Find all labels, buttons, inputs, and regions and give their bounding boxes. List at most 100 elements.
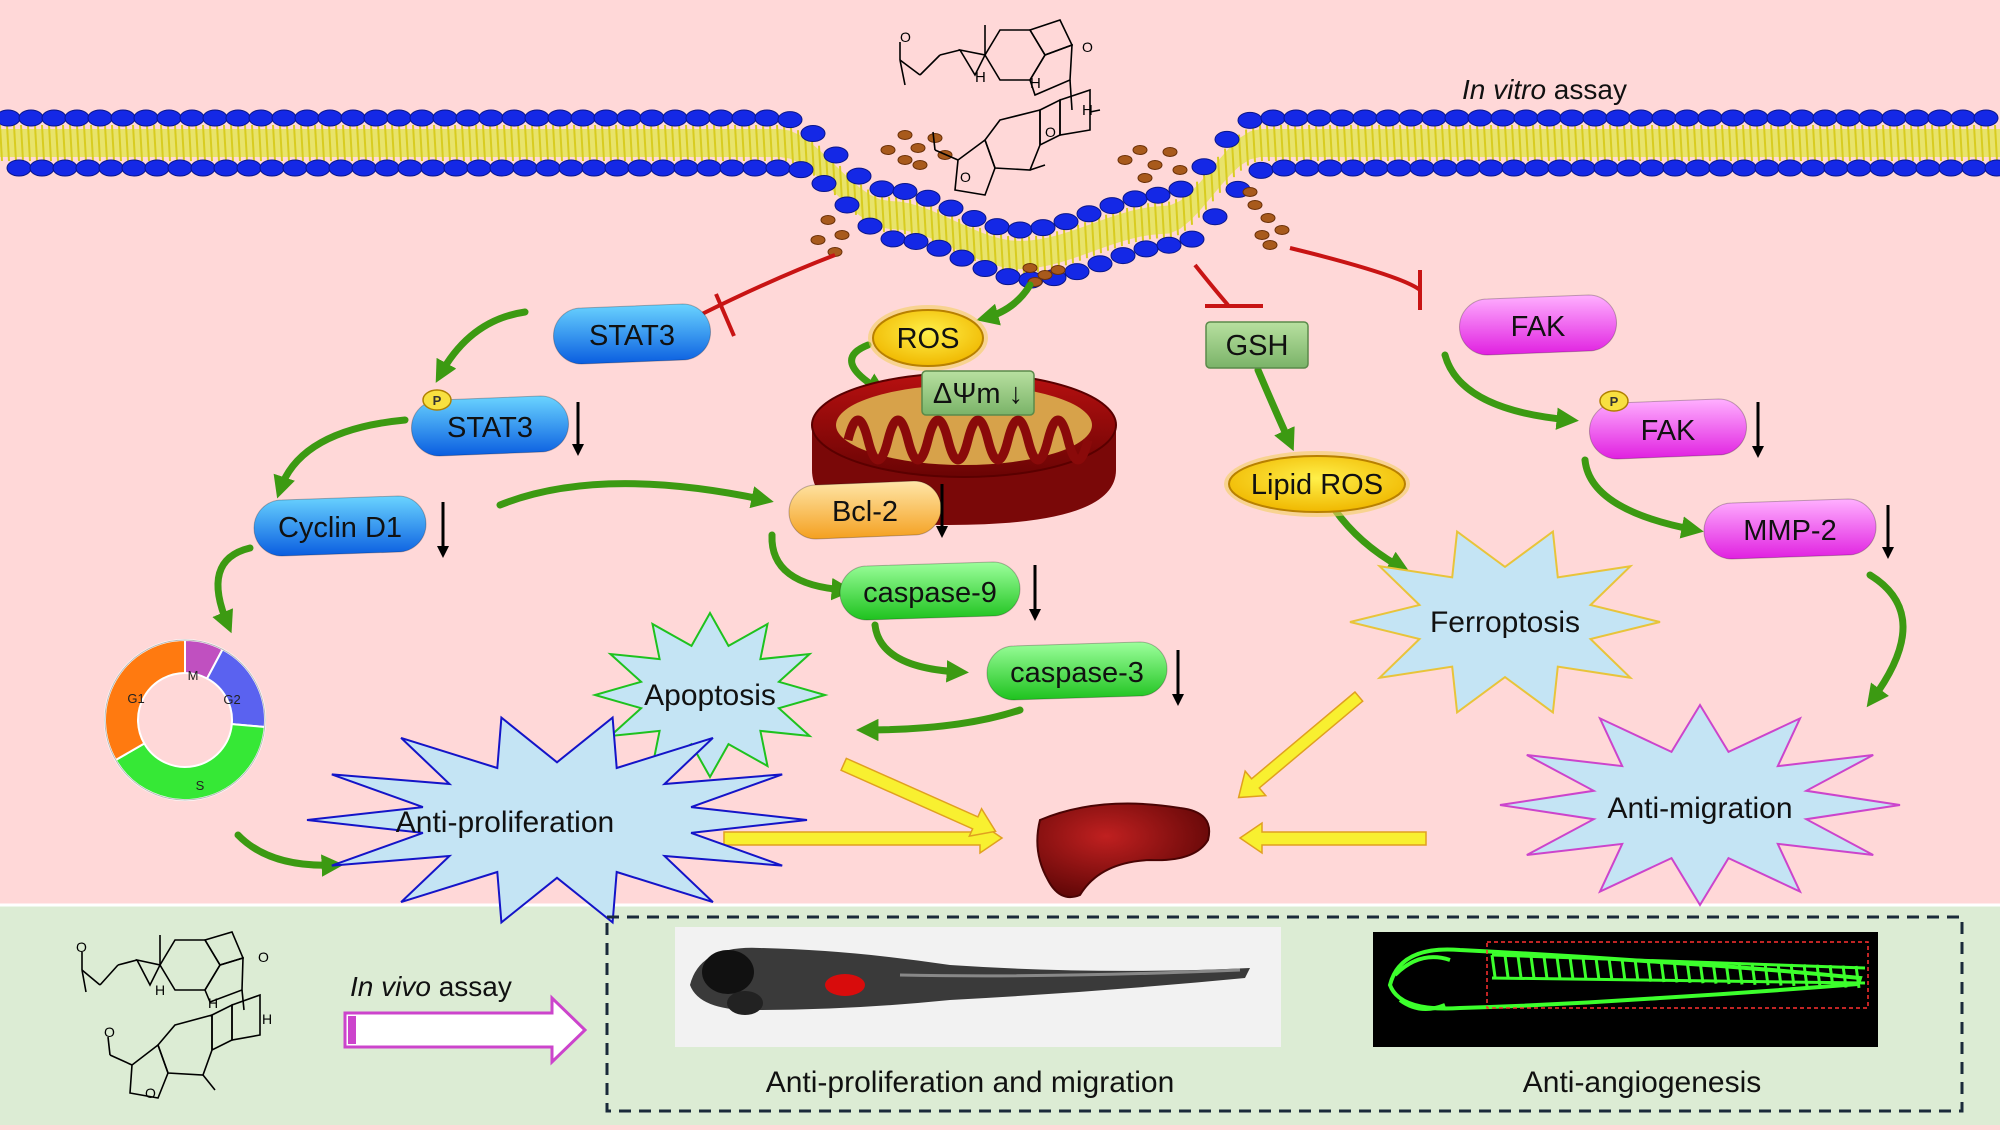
atom-label-o: O <box>76 939 87 955</box>
caspase9-node-label: caspase-9 <box>863 577 997 609</box>
cell-cycle-label: M <box>188 668 199 683</box>
atom-label-h: H <box>262 1011 272 1027</box>
downregulation-arrows <box>437 402 1894 706</box>
inhibition-arrows <box>699 246 1422 337</box>
inhibit-gsh <box>1193 263 1230 307</box>
atom-label-o: O <box>1082 39 1093 55</box>
arrow-casp9-casp3 <box>871 621 969 683</box>
caspase3-node-label: caspase-3 <box>1010 657 1144 689</box>
p-stat3-node-label: STAT3 <box>447 412 533 444</box>
arrow-fak-pfak <box>1441 351 1579 430</box>
arrow-apoptosis-liver <box>840 757 997 838</box>
atom-label-o: O <box>104 1024 115 1040</box>
arrow-gsh-lipidros <box>1254 366 1295 452</box>
phospho-icon: P <box>1599 390 1629 412</box>
phospho-icon: P <box>422 389 452 411</box>
compound-particles <box>810 130 1290 287</box>
p-fak-node: FAK <box>1589 398 1747 460</box>
compound-structure-top <box>899 19 1101 196</box>
membrane-potential-node-label: ΔΨm ↓ <box>933 378 1023 410</box>
fak-node-label: FAK <box>1511 311 1566 343</box>
lipid-ros-node-label: Lipid ROS <box>1251 469 1383 501</box>
atom-label-o: O <box>1045 124 1056 140</box>
arrow-casp3-apoptosis <box>856 706 1024 742</box>
in-vivo-label-rest: assay <box>431 971 512 1002</box>
atom-label-h: H <box>208 995 218 1011</box>
cell-cycle-label: G1 <box>127 691 144 706</box>
zebrafish-brightfield-image <box>675 927 1281 1047</box>
in-vitro-title-italic: In vitro <box>1462 74 1546 105</box>
cyclin-d1-node-label: Cyclin D1 <box>278 512 402 544</box>
in-vivo-arrow-tail <box>348 1016 356 1044</box>
arrow-pstat3-cyclin <box>273 416 409 499</box>
arrow-cyclin-cellcycle <box>212 544 254 634</box>
phospho-label: P <box>433 393 442 408</box>
ferroptosis-burst <box>1349 529 1661 715</box>
apoptosis-burst <box>591 610 829 780</box>
cell-cycle-label: G2 <box>223 692 240 707</box>
stat3-node: STAT3 <box>553 303 711 365</box>
ros-node: ROS <box>868 305 988 371</box>
atom-label-h: H <box>1082 102 1093 119</box>
inhibit-fak <box>1289 246 1422 292</box>
arrow-stat3-pstat3 <box>435 308 529 383</box>
ros-node-label: ROS <box>897 323 960 355</box>
atom-label-h: H <box>975 69 986 86</box>
in-vitro-title-rest: assay <box>1546 74 1627 105</box>
atom-label-h: H <box>1030 75 1041 92</box>
gsh-node: GSH <box>1205 321 1309 369</box>
atom-label-o: O <box>145 1085 156 1101</box>
cell-cycle-ring: M G2S G1 <box>104 638 266 801</box>
lipid-ros-node: Lipid ROS <box>1224 451 1410 517</box>
arrow-cellcycle-antiprolif <box>234 831 344 877</box>
anti-proliferation-burst <box>306 715 808 925</box>
atom-label-o: O <box>900 29 911 45</box>
arrow-bcl2-casp9 <box>768 531 854 601</box>
atom-label-h: H <box>155 982 165 998</box>
anti-migration-burst <box>1499 703 1901 907</box>
caspase9-node: caspase-9 <box>839 561 1021 621</box>
fak-node: FAK <box>1459 294 1617 356</box>
apoptosis-label: Apoptosis <box>644 679 776 712</box>
mmp2-node-label: MMP-2 <box>1743 515 1836 547</box>
anti-migration-label: Anti-migration <box>1607 792 1792 825</box>
arrow-pfak-mmp2 <box>1581 456 1704 539</box>
p-stat3-node: STAT3 <box>411 395 569 457</box>
atom-label-o: O <box>960 169 971 185</box>
arrow-mmp2-antimigration <box>1866 571 1907 708</box>
in-vitro-title: In vitro assay <box>1462 74 1627 105</box>
bcl2-node: Bcl-2 <box>788 480 942 540</box>
atom-label-o: O <box>258 949 269 965</box>
in-vivo-label-italic: In vivo <box>350 971 431 1002</box>
in-vivo-box <box>605 915 1964 1113</box>
arrow-lipidros-ferroptosis <box>1331 506 1410 573</box>
arrow-membrane-ros <box>976 281 1034 326</box>
in-vivo-label: In vivo assay <box>350 971 512 1002</box>
caption-anti-proliferation-migration: Anti-proliferation and migration <box>766 1066 1175 1099</box>
cyclin-d1-node: Cyclin D1 <box>253 495 427 557</box>
zebrafish-fluorescence-image <box>1373 932 1878 1047</box>
caption-anti-angiogenesis: Anti-angiogenesis <box>1523 1066 1762 1099</box>
arrow-ferroptosis-liver <box>1237 690 1364 799</box>
inhibit-stat3 <box>699 253 836 317</box>
caspase3-node: caspase-3 <box>986 641 1168 701</box>
in-vivo-arrow <box>343 994 588 1066</box>
cell-cycle-label: S <box>196 778 205 793</box>
liver-icon <box>1036 802 1211 899</box>
bcl2-node-label: Bcl-2 <box>832 496 898 528</box>
anti-proliferation-label: Anti-proliferation <box>396 806 614 839</box>
stat3-node-label: STAT3 <box>589 320 675 352</box>
phospho-label: P <box>1610 394 1619 409</box>
membrane-potential-node: ΔΨm ↓ <box>921 370 1035 416</box>
arrow-antimigration-liver <box>1238 821 1427 855</box>
ferroptosis-label: Ferroptosis <box>1430 606 1580 639</box>
compound-structure-bottom <box>81 931 261 1099</box>
mmp2-node: MMP-2 <box>1703 498 1877 560</box>
p-fak-node-label: FAK <box>1641 415 1696 447</box>
arrow-cyclin-bcl2 <box>496 480 774 509</box>
result-arrows <box>723 690 1427 855</box>
